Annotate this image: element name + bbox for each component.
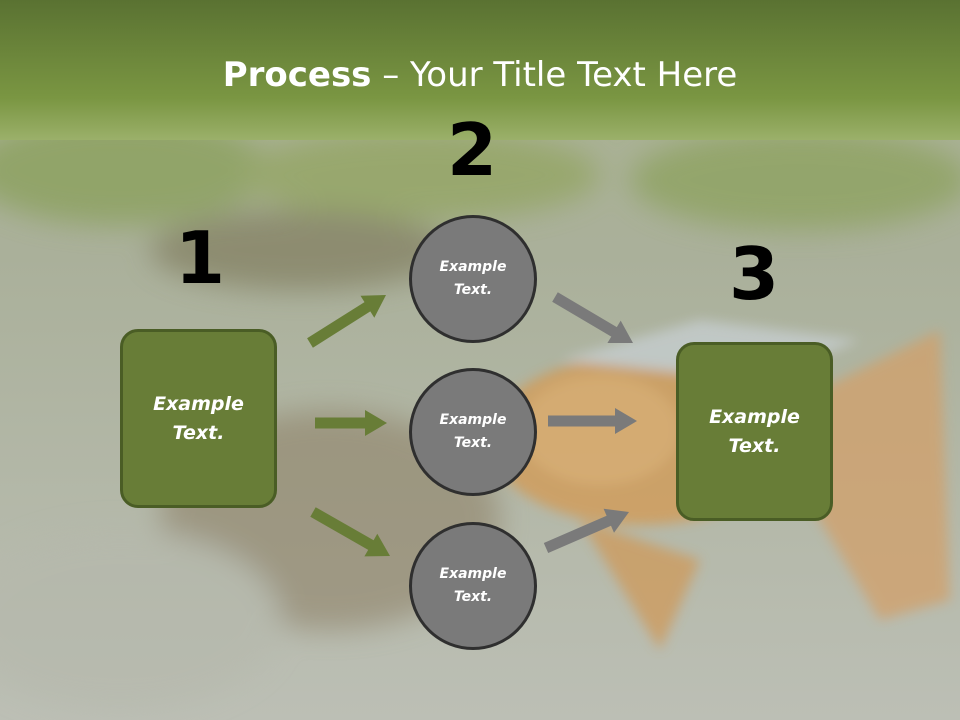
- arrow-circle-middle-to-3: [548, 408, 637, 434]
- arrow-circle-bottom-to-3: [543, 508, 629, 553]
- circle-middle-line-2: Text.: [453, 435, 493, 451]
- circle-bottom-line-1: Example: [439, 566, 507, 582]
- arrow-1-to-circle-bottom: [310, 507, 390, 557]
- circle-top: Example Text.: [409, 215, 537, 343]
- step-number-3: 3: [728, 232, 780, 316]
- step-3-line-2: Text.: [728, 434, 781, 457]
- arrow-1-to-circle-top: [307, 295, 386, 348]
- step-1-line-1: Example: [153, 392, 244, 415]
- circle-top-line-2: Text.: [453, 282, 493, 298]
- circle-bottom-line-2: Text.: [453, 589, 493, 605]
- circle-middle-line-1: Example: [439, 412, 507, 428]
- title-rest: – Your Title Text Here: [371, 55, 738, 95]
- circle-bottom: Example Text.: [409, 522, 537, 650]
- step-1-line-2: Text.: [172, 421, 225, 444]
- title-bold: Process: [222, 55, 372, 95]
- circle-middle: Example Text.: [409, 368, 537, 496]
- step-number-2: 2: [446, 108, 498, 192]
- arrow-circle-top-to-3: [552, 292, 633, 343]
- step-number-1: 1: [174, 216, 226, 300]
- slide-title: Process – Your Title Text Here: [0, 52, 960, 98]
- step-1-box: Example Text.: [120, 329, 277, 508]
- step-3-line-1: Example: [709, 405, 800, 428]
- circle-top-line-1: Example: [439, 259, 507, 275]
- arrow-1-to-circle-middle: [315, 410, 387, 436]
- step-3-box: Example Text.: [676, 342, 833, 521]
